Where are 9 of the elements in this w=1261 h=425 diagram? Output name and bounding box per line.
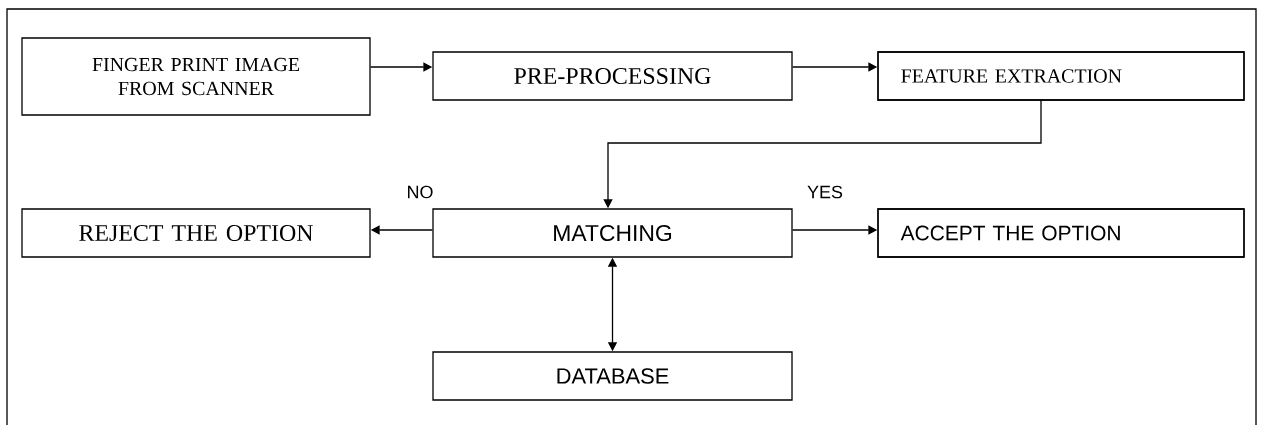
process-box: DATABASE	[432, 351, 793, 401]
process-box: REJECT THE OPTION	[21, 208, 371, 258]
process-box: FEATURE EXTRACTION	[877, 51, 1245, 101]
process-box: ACCEPT THE OPTION	[877, 208, 1245, 258]
edge-label: YES	[806, 184, 844, 200]
process-box: PRE-PROCESSING	[432, 51, 793, 101]
edge-label: NO	[405, 184, 435, 200]
process-box: MATCHING	[432, 208, 793, 258]
process-box: FINGER PRINT IMAGE FROM SCANNER	[21, 37, 371, 116]
